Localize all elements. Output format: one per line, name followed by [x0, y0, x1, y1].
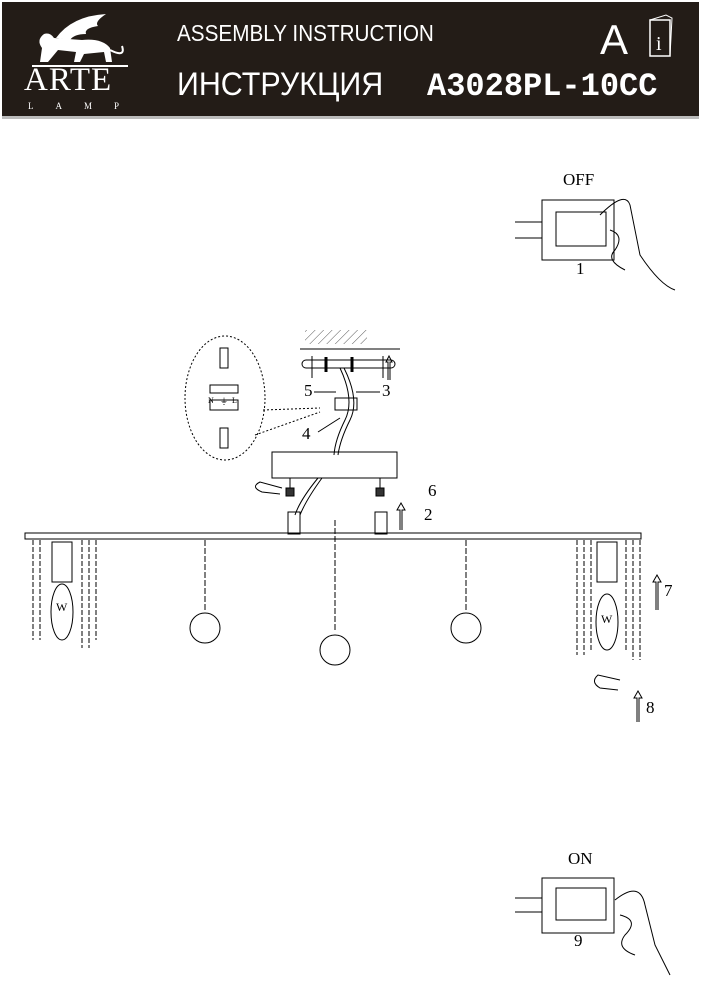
title-english: ASSEMBLY INSTRUCTION: [177, 20, 434, 46]
crystal-strands: [32, 520, 641, 666]
step-2-label: 2: [424, 505, 433, 524]
bulb-label-left: W: [56, 600, 68, 614]
lion-logo-icon: [32, 14, 128, 67]
svg-text:i: i: [656, 33, 662, 55]
on-label: ON: [568, 849, 593, 868]
wiring-earth: ⏚: [220, 397, 228, 406]
switch-off-diagram: [515, 198, 676, 291]
step-8-label: 8: [646, 698, 655, 717]
brand-subtitle: LAMP: [28, 101, 142, 111]
step-5-label: 5: [304, 381, 313, 400]
title-russian: ИНСТРУКЦИЯ: [177, 66, 384, 102]
step-3-label: 3: [382, 381, 391, 400]
step-1-label: 1: [576, 259, 585, 278]
off-label: OFF: [563, 170, 595, 189]
brand-name: ARTE: [24, 62, 113, 98]
step-4-label: 4: [302, 424, 311, 443]
manual-book-icon: i: [649, 14, 673, 57]
bulb-label-right: W: [601, 612, 613, 626]
step-6-label: 6: [428, 481, 437, 500]
wiring-l: L: [232, 396, 237, 405]
step-7-label: 7: [664, 581, 673, 600]
wiring-n: N: [208, 396, 214, 405]
switch-on-diagram: [515, 877, 671, 976]
step-9-label: 9: [574, 931, 583, 950]
header-banner: ARTE LAMP ASSEMBLY INSTRUCTION ИНСТРУКЦИ…: [2, 2, 699, 119]
model-number: A3028PL-10CC: [427, 68, 658, 105]
language-mark: A: [600, 16, 629, 63]
